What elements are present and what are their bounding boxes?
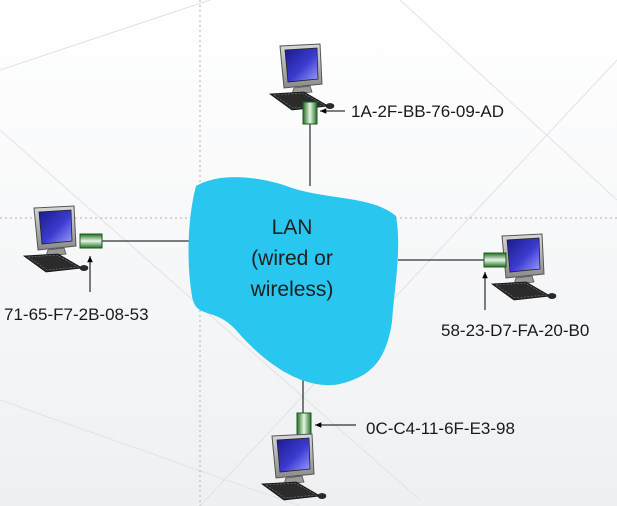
lan-label: LAN (wired or wireless) bbox=[250, 216, 334, 301]
network-adapter-top bbox=[302, 101, 318, 125]
mac-address-bottom: 0C-C4-11-6F-E3-98 bbox=[366, 419, 515, 438]
network-adapter-right bbox=[483, 252, 507, 268]
network-adapter-bottom bbox=[296, 412, 312, 436]
network-adapter-left bbox=[79, 233, 103, 249]
mac-address-top: 1A-2F-BB-76-09-AD bbox=[351, 102, 504, 121]
mac-address-left: 71-65-F7-2B-08-53 bbox=[4, 305, 149, 324]
lan-label-line-3: wireless) bbox=[250, 278, 334, 301]
mac-address-right: 58-23-D7-FA-20-B0 bbox=[441, 321, 589, 340]
host-bottom: 0C-C4-11-6F-E3-98 bbox=[261, 412, 515, 501]
host-left: 71-65-F7-2B-08-53 bbox=[4, 205, 149, 324]
host-top: 1A-2F-BB-76-09-AD bbox=[269, 43, 504, 125]
lan-label-line-2: (wired or bbox=[251, 247, 333, 270]
lan-cloud bbox=[188, 177, 399, 386]
lan-label-line-1: LAN bbox=[272, 216, 313, 239]
host-right: 58-23-D7-FA-20-B0 bbox=[441, 233, 589, 340]
cables bbox=[102, 124, 484, 413]
